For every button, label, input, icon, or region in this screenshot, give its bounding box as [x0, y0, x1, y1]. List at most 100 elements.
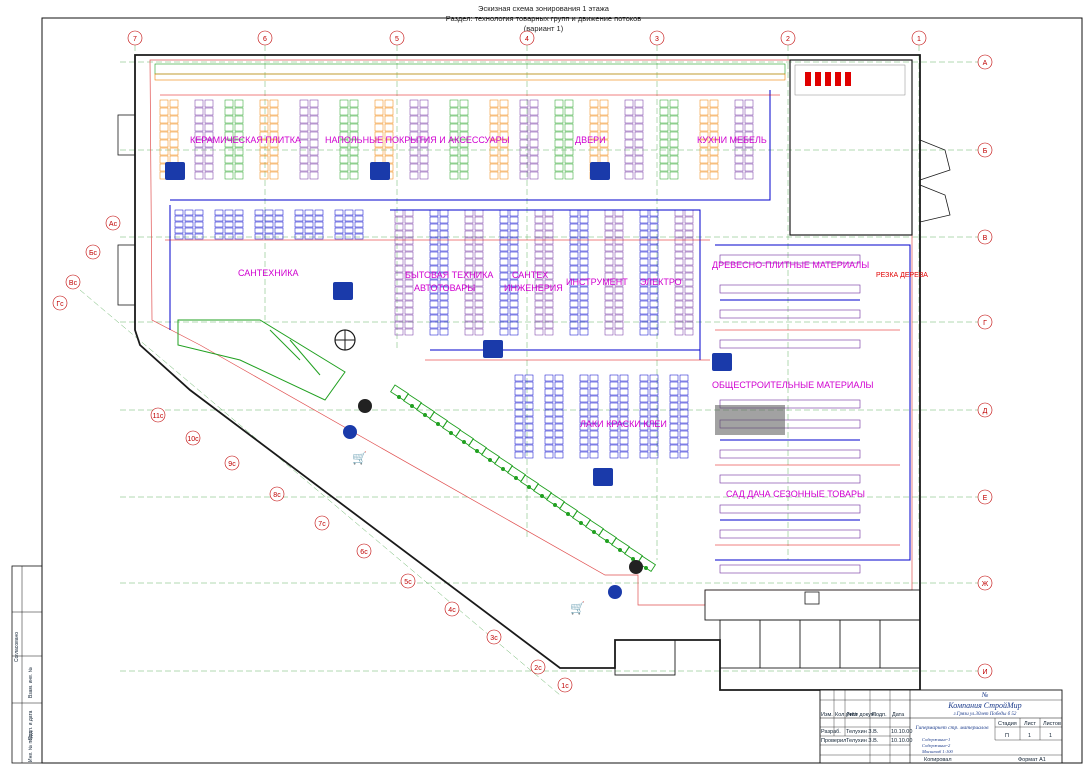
shelf-unit	[639, 409, 649, 417]
shelf-unit	[604, 258, 614, 266]
shelf-unit	[514, 402, 524, 410]
stamp-sheets-header: Листов	[1043, 721, 1061, 727]
shelf-unit	[514, 444, 524, 452]
shelf-unit	[449, 107, 459, 116]
shelf-unit	[554, 423, 564, 431]
shelf-unit	[649, 423, 659, 431]
shelf-unit	[604, 307, 614, 315]
shelf-unit	[354, 215, 364, 222]
shelf-unit	[684, 279, 694, 287]
shelf-unit	[649, 402, 659, 410]
shelf-unit	[234, 163, 244, 172]
shelf-unit	[439, 307, 449, 315]
shelf-unit	[609, 423, 619, 431]
shelf-unit	[419, 115, 429, 124]
shelf-unit	[659, 147, 669, 156]
shelf-unit	[649, 216, 659, 224]
shelf-unit	[534, 293, 544, 301]
shelf-unit	[259, 99, 269, 108]
shelf-unit	[639, 388, 649, 396]
shelf-unit	[259, 115, 269, 124]
shelf-unit	[524, 374, 534, 382]
shelf-unit	[719, 504, 861, 514]
shelf-unit	[604, 251, 614, 259]
cashier-seat	[514, 476, 518, 480]
shelf-unit	[579, 388, 589, 396]
shelf-unit	[639, 216, 649, 224]
shelf-unit	[464, 258, 474, 266]
shelf-unit	[614, 300, 624, 308]
shelf-unit	[404, 209, 414, 217]
cashier-seat	[527, 485, 531, 489]
axis-label: 3с	[490, 635, 498, 642]
shelf-unit	[459, 99, 469, 108]
shelf-unit	[699, 163, 709, 172]
axis-label: Гс	[56, 301, 64, 308]
shelf-unit	[384, 139, 394, 148]
zone-wood: ДРЕВЕСНО-ПЛИТНЫЕ МАТЕРИАЛЫ	[712, 260, 869, 270]
shelf-unit	[464, 328, 474, 336]
shelf-unit	[669, 107, 679, 116]
shelf-unit	[339, 163, 349, 172]
shelf-unit	[569, 265, 579, 273]
cashier-seat	[592, 530, 596, 534]
shelf-unit	[684, 230, 694, 238]
shelf-unit	[569, 293, 579, 301]
shelf-unit	[544, 381, 554, 389]
shelf-unit	[294, 209, 304, 216]
shelf-unit	[159, 147, 169, 156]
shelf-unit	[464, 286, 474, 294]
shelf-unit	[719, 309, 861, 319]
shelf-unit	[614, 307, 624, 315]
shelf-unit	[744, 107, 754, 116]
shelf-unit	[634, 163, 644, 172]
shelf-unit	[624, 155, 634, 164]
shelf-unit	[669, 163, 679, 172]
shelf-unit	[474, 307, 484, 315]
shelf-unit	[529, 115, 539, 124]
shelf-unit	[464, 314, 474, 322]
shelf-unit	[509, 223, 519, 231]
zone-auto: АВТОТОВАРЫ	[414, 283, 475, 293]
shelf-unit	[579, 381, 589, 389]
shelf-unit	[169, 99, 179, 108]
shelf-unit	[204, 155, 214, 164]
shelf-unit	[429, 286, 439, 294]
shelf-unit	[264, 227, 274, 234]
shelf-unit	[669, 423, 679, 431]
shelf-unit	[384, 123, 394, 132]
shelf-unit	[274, 215, 284, 222]
top-wall-racks	[154, 63, 786, 81]
axis-label: Ас	[109, 221, 118, 228]
shelf-unit	[374, 123, 384, 132]
side-inv: Инв. № подл.	[28, 731, 34, 762]
shelf-unit	[254, 233, 264, 240]
shelf-unit	[439, 230, 449, 238]
shelf-unit	[169, 147, 179, 156]
info-icons: 🛒 🛒	[165, 162, 820, 615]
shelf-unit	[579, 223, 589, 231]
shelf-unit	[599, 155, 609, 164]
shelf-unit	[609, 444, 619, 452]
shelf-unit	[429, 321, 439, 329]
shelf-unit	[614, 251, 624, 259]
shelf-unit	[639, 321, 649, 329]
shelf-unit	[579, 395, 589, 403]
shelf-unit	[519, 131, 529, 140]
shelf-unit	[374, 99, 384, 108]
axis-label: 1	[917, 36, 921, 43]
shelf-unit	[499, 230, 509, 238]
stamp-notes3: Масштаб 1:100	[921, 749, 954, 754]
shelf-unit	[564, 155, 574, 164]
shelf-unit	[499, 321, 509, 329]
stamp-role1: Разраб.	[821, 729, 841, 735]
shelf-unit	[554, 139, 564, 148]
shelf-unit	[544, 300, 554, 308]
atm-icon	[358, 399, 372, 413]
shelf-unit	[669, 115, 679, 124]
shelf-unit	[639, 272, 649, 280]
shelf-unit	[544, 328, 554, 336]
warehouse-top-right	[789, 59, 913, 236]
shelf-unit	[674, 223, 684, 231]
shelf-unit	[334, 233, 344, 240]
